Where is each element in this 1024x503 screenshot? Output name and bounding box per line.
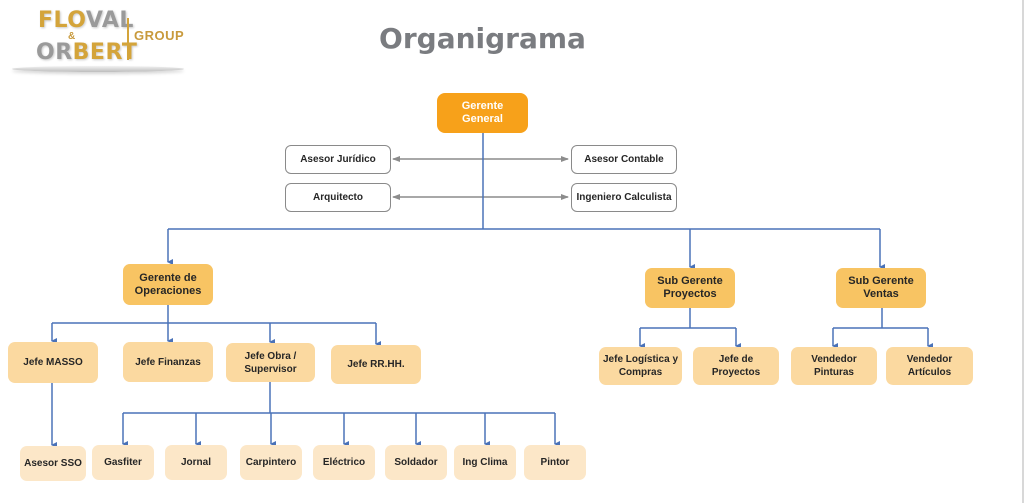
node-asesor-contable[interactable]: Asesor Contable bbox=[571, 145, 677, 174]
logo-group-label: GROUP bbox=[134, 28, 185, 43]
company-logo: FLOVAL & ORBERT GROUP bbox=[10, 6, 190, 82]
node-jefe-masso[interactable]: Jefe MASSO bbox=[8, 342, 98, 383]
node-jefe-finanzas[interactable]: Jefe Finanzas bbox=[123, 342, 213, 382]
node-electrico[interactable]: Eléctrico bbox=[313, 445, 375, 480]
node-gerente-general[interactable]: Gerente General bbox=[437, 93, 528, 133]
node-gerente-operaciones[interactable]: Gerente de Operaciones bbox=[123, 264, 213, 305]
node-asesor-juridico[interactable]: Asesor Jurídico bbox=[285, 145, 391, 174]
node-vendedor-pinturas[interactable]: Vendedor Pinturas bbox=[791, 347, 877, 385]
node-sub-gerente-proyectos[interactable]: Sub Gerente Proyectos bbox=[645, 268, 735, 308]
node-jornal[interactable]: Jornal bbox=[165, 445, 227, 480]
node-jefe-logistica[interactable]: Jefe Logística y Compras bbox=[599, 347, 682, 385]
node-arquitecto[interactable]: Arquitecto bbox=[285, 183, 391, 212]
logo-word-floval: FLOVAL bbox=[38, 8, 134, 33]
node-jefe-rrhh[interactable]: Jefe RR.HH. bbox=[331, 345, 421, 384]
logo-word-orbert: ORBERT bbox=[36, 40, 138, 65]
node-jefe-proyectos[interactable]: Jefe de Proyectos bbox=[693, 347, 779, 385]
node-sub-gerente-ventas[interactable]: Sub Gerente Ventas bbox=[836, 268, 926, 308]
node-gasfiter[interactable]: Gasfiter bbox=[92, 445, 154, 480]
node-ingeniero-calculista[interactable]: Ingeniero Calculista bbox=[571, 183, 677, 212]
page-title: Organigrama bbox=[379, 22, 586, 55]
node-soldador[interactable]: Soldador bbox=[385, 445, 447, 480]
node-vendedor-articulos[interactable]: Vendedor Artículos bbox=[886, 347, 973, 385]
node-carpintero[interactable]: Carpintero bbox=[240, 445, 302, 480]
node-ing-clima[interactable]: Ing Clima bbox=[454, 445, 516, 480]
node-pintor[interactable]: Pintor bbox=[524, 445, 586, 480]
logo-ampersand: & bbox=[68, 31, 76, 42]
page-edge bbox=[1022, 0, 1024, 503]
logo-shelf bbox=[12, 66, 184, 72]
node-asesor-sso[interactable]: Asesor SSO bbox=[20, 446, 86, 481]
logo-divider bbox=[127, 18, 129, 60]
node-jefe-obra[interactable]: Jefe Obra / Supervisor bbox=[226, 343, 315, 382]
